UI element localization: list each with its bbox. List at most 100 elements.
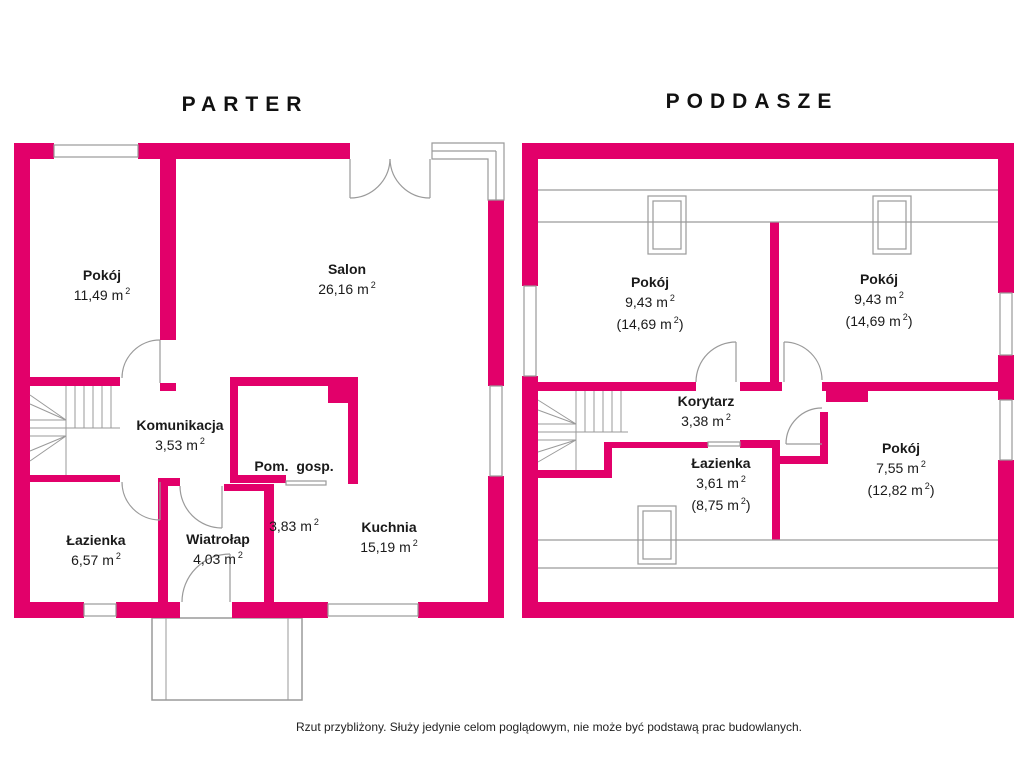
area-unit-exponent: 2 [370,280,376,290]
double-door [349,159,431,198]
area-unit-exponent: 2 [920,459,926,469]
area-unit: m [111,287,124,303]
room-name: Kuchnia [361,519,417,535]
area-unit-exponent: 2 [924,481,930,491]
area-unit: m [907,460,919,476]
skylight [872,195,912,255]
area-unit: m [727,475,739,491]
ground-walls [14,143,504,618]
room-total-area: 14,69 [850,313,886,329]
room-area: 9,43 [854,291,882,307]
door-swing [785,407,823,445]
skylight [647,195,687,255]
room-name: Wiatrołap [186,531,250,547]
room-name: Łazienka [66,532,126,548]
room-area: 3,38 [681,413,709,429]
room-area: 26,16 [318,281,354,297]
room-area: 15,19 [360,539,396,555]
room-area: 3,53 [155,437,183,453]
area-unit: m [186,437,198,453]
room-area: 9,43 [625,294,653,310]
room-name: Komunikacja [136,417,224,433]
area-unit: m [885,291,897,307]
window [489,385,503,477]
area-unit: m [712,413,724,429]
area-unit: m [102,552,114,568]
terrace-door-frame [431,142,505,201]
room-area: 7,55 [876,460,904,476]
area-unit-exponent: 2 [898,290,904,300]
area-unit: m [889,313,901,329]
door-swing [349,158,391,199]
area-unit: m [660,316,672,332]
area-unit-exponent: 2 [740,474,746,484]
ground-openings [53,142,505,617]
door-swing [121,339,161,379]
area-unit-exponent: 2 [725,412,731,422]
room-area: 3,61 [696,475,724,491]
attic-stairs [537,391,628,470]
room-area: 3,83 [269,518,297,534]
room-name: Korytarz [677,393,735,409]
window [327,603,419,617]
room-name: Łazienka [691,455,751,471]
room-name: Salon [327,261,367,277]
window [83,603,117,617]
ground-floor-plan [14,142,505,701]
area-unit: m [911,482,923,498]
room-name: Pokój [881,440,921,456]
area-unit: m [300,518,312,534]
attic-lines [523,189,1013,569]
room-total-area: 8,75 [696,497,724,513]
area-unit: m [224,551,236,567]
entrance-porch [151,617,303,701]
area-unit: m [727,497,739,513]
area-unit-exponent: 2 [902,312,908,322]
area-unit-exponent: 2 [313,517,319,527]
area-unit-exponent: 2 [115,551,121,561]
room-total-area: 12,82 [872,482,908,498]
window [999,292,1013,356]
door-swing [695,341,737,383]
room-area: 4,03 [193,551,221,567]
attic-walls [522,143,1014,618]
area-unit-exponent: 2 [412,538,418,548]
door-swing [121,481,161,521]
door-swing [783,341,823,381]
ground-floor-heading: PARTER [181,93,309,116]
door-swing [179,485,223,529]
entrance-door-swing [181,553,231,603]
area-unit-exponent: 2 [669,293,675,303]
sliding-door [707,441,741,447]
area-unit: m [399,539,411,555]
skylight [637,505,677,565]
area-unit-exponent: 2 [125,286,131,296]
room-name: Pokój [859,271,899,287]
room-name: Pokój [630,274,670,290]
room-name: Pom. gosp. [254,458,334,474]
attic-floor-heading: PODDASZE [665,90,839,113]
window [53,144,139,158]
area-unit-exponent: 2 [673,315,679,325]
window [999,399,1013,461]
attic-floor-plan [522,143,1014,618]
sliding-door [285,480,327,486]
area-unit: m [357,281,369,297]
room-name: Pokój [82,267,122,283]
area-unit-exponent: 2 [237,550,243,560]
room-area: 6,57 [71,552,99,568]
disclaimer-note: Rzut przybliżony. Służy jedynie celom po… [295,720,803,734]
